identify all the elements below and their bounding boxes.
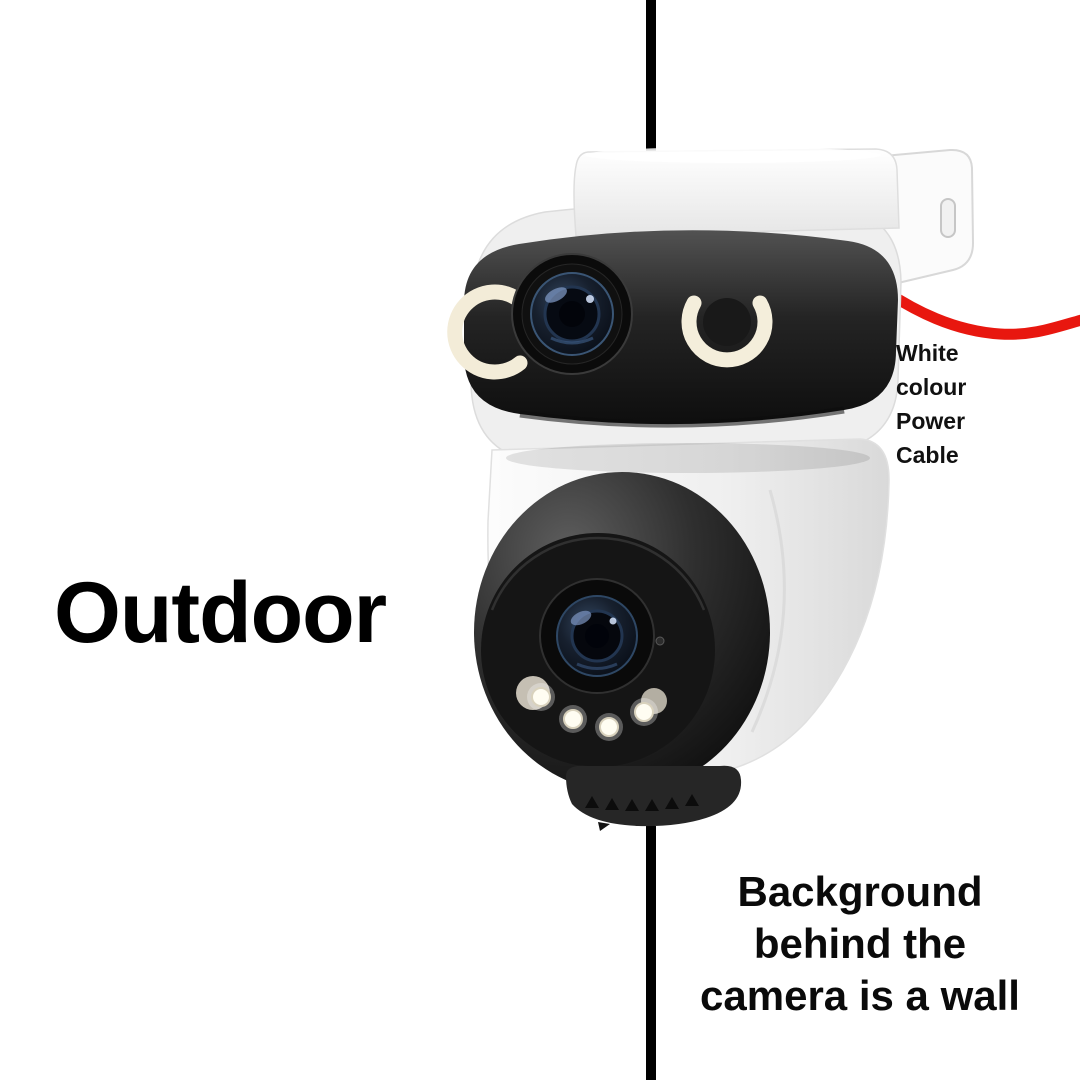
cable-note-line: White — [896, 340, 959, 366]
wall-divider-line-bottom — [646, 826, 656, 1080]
top-cap — [573, 147, 900, 237]
cable-note-line: Power — [896, 408, 966, 434]
ball-lens — [539, 578, 655, 694]
cable-note: White colour Power Cable — [896, 336, 966, 472]
mic-hole — [655, 636, 665, 646]
left-led-ring — [447, 284, 528, 380]
spotlight-leds — [516, 676, 667, 741]
wall-divider-line-top — [646, 0, 656, 154]
power-cable — [872, 280, 1080, 340]
wall-note-line: Background — [737, 868, 983, 915]
cable-note-line: colour — [896, 374, 967, 400]
base-vents — [585, 794, 699, 811]
outdoor-label: Outdoor — [54, 565, 387, 661]
cable-note-line: Cable — [896, 442, 959, 468]
wall-note: Background behind the camera is a wall — [650, 866, 1070, 1022]
right-led-ring — [681, 295, 773, 368]
bracket-slot — [940, 198, 956, 238]
panoramic-lens — [511, 253, 633, 375]
base-collar — [566, 765, 742, 831]
wall-note-line: camera is a wall — [700, 972, 1020, 1019]
wall-note-line: behind the — [753, 920, 967, 967]
